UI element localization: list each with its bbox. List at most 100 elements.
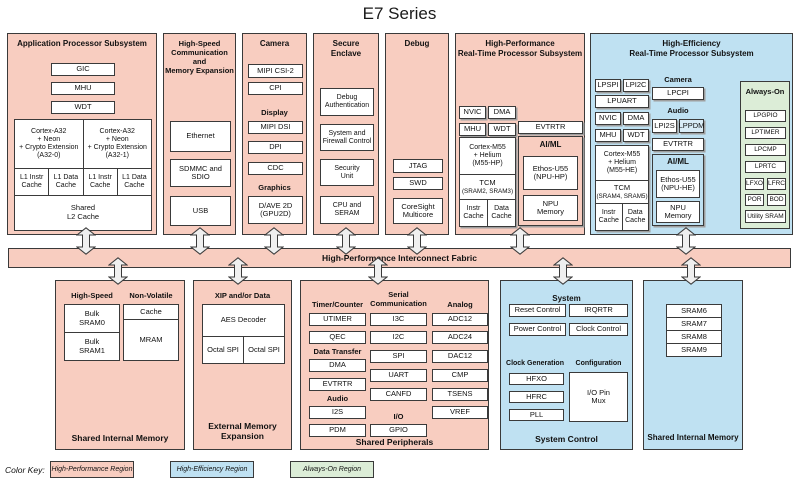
pdm-box: PDM <box>309 424 366 437</box>
secure-enclave-title: Secure Enclave <box>330 39 362 58</box>
hp-instr-cache: Instr Cache <box>460 200 487 226</box>
hp-m55-core-cluster: Cortex-M55 + Helium (M55-HP) TCM (SRAM2,… <box>459 137 516 227</box>
bidirectional-arrow-icon <box>189 227 211 255</box>
l1-instr-cache-0: L1 Instr Cache <box>15 169 49 195</box>
system-header: System <box>552 294 581 303</box>
interconnect-fabric-label: High-Performance Interconnect Fabric <box>322 253 477 263</box>
shared-internal-memory-label: Shared Internal Memory <box>71 433 169 443</box>
external-memory-expansion-label: External Memory Expansion <box>208 421 277 441</box>
hp-wdt-box: WDT <box>488 123 516 136</box>
he-m55-core-cluster: Cortex-M55 + Helium (M55-HE) TCM (SRAM4,… <box>595 145 649 231</box>
reset-control-box: Reset Control <box>509 304 566 317</box>
hp-mhu-box: MHU <box>459 123 486 136</box>
hp-aiml-header: AI/ML <box>539 140 562 149</box>
bidirectional-arrow-icon <box>675 227 697 255</box>
he-evtrtr-box: EVTRTR <box>652 138 704 151</box>
he-mhu-box: MHU <box>595 129 621 142</box>
hfrc-box: HFRC <box>509 391 564 403</box>
graphics-header: Graphics <box>258 183 291 192</box>
security-unit-box: Security Unit <box>320 159 374 186</box>
lprtc-box: LPRTC <box>745 161 786 173</box>
data-transfer-header: Data Transfer <box>313 347 362 356</box>
octal-spi-group: AES Decoder Octal SPI Octal SPI <box>202 304 285 364</box>
lpgpio-box: LPGPIO <box>745 110 786 122</box>
he-tcm-sub-label: (SRAM4, SRAM5) <box>596 192 648 200</box>
debug-block: Debug JTAG SWD CoreSight Multicore <box>385 33 449 235</box>
he-npu-memory-box: NPU Memory <box>656 201 700 223</box>
hp-rt-title: High-Performance Real-Time Processor Sub… <box>457 39 583 58</box>
sram-group: SRAM6 SRAM7 SRAM8 SRAM9 <box>666 304 722 357</box>
cpu-seram-box: CPU and SERAM <box>320 196 374 224</box>
gpio-box: GPIO <box>370 424 427 437</box>
uart-box: UART <box>370 369 427 382</box>
he-instr-cache: Instr Cache <box>596 204 622 230</box>
external-memory-expansion-block: XIP and/or Data AES Decoder Octal SPI Oc… <box>193 280 292 450</box>
spi-box: SPI <box>370 350 427 363</box>
cmp-box: CMP <box>432 369 488 382</box>
dave2d-gpu2d-box: D/AVE 2D (GPU2D) <box>248 196 303 224</box>
hp-tcm-sub-label: (SRAM2, SRAM3) <box>461 187 514 195</box>
bulk-sram-group: Bulk SRAM0 Bulk SRAM1 <box>64 304 120 361</box>
he-audio-header: Audio <box>667 106 689 115</box>
periph-dma-box: DMA <box>309 359 366 372</box>
wdt-box: WDT <box>51 101 115 114</box>
non-volatile-header: Non-Volatile <box>129 291 173 300</box>
xip-data-header: XIP and/or Data <box>214 291 271 300</box>
hp-tcm-box: TCM (SRAM2, SRAM3) <box>460 175 515 199</box>
lfrc-box: LFRC <box>767 178 786 190</box>
bidirectional-arrow-icon <box>509 227 531 255</box>
sram6-box: SRAM6 <box>667 305 721 317</box>
always-on-title: Always-On <box>745 87 785 96</box>
camera-display-graphics-block: Camera MIPI CSI-2 CPI Display MIPI DSI D… <box>242 33 307 235</box>
he-dma-box: DMA <box>623 112 649 125</box>
he-tcm-label: TCM <box>613 183 631 193</box>
hp-nvic-box: NVIC <box>459 106 486 119</box>
camera-title: Camera <box>259 39 290 48</box>
adc24-box: ADC24 <box>432 331 488 344</box>
bidirectional-arrow-icon <box>227 257 249 285</box>
bidirectional-arrow-icon <box>263 227 285 255</box>
he-lpi2c-box: LPI2C <box>623 79 649 92</box>
bulk-sram0-box: Bulk SRAM0 <box>65 305 119 332</box>
bidirectional-arrow-icon <box>552 257 574 285</box>
high-efficiency-rt-subsystem: High-Efficiency Real-Time Processor Subs… <box>590 33 793 235</box>
lptimer-box: LPTIMER <box>745 127 786 139</box>
octal-spi-box-0: Octal SPI <box>203 337 243 363</box>
nonvolatile-group: Cache MRAM <box>123 304 179 361</box>
analog-header: Analog <box>447 300 473 309</box>
bidirectional-arrow-icon <box>335 227 357 255</box>
secure-enclave-block: Secure Enclave Debug Authentication Syst… <box>313 33 379 235</box>
debug-title: Debug <box>404 39 430 48</box>
sdmmc-sdio-box: SDMMC and SDIO <box>170 159 231 187</box>
page-title: E7 Series <box>362 4 437 23</box>
he-camera-header: Camera <box>664 75 692 84</box>
interconnect-fabric-bar: High-Performance Interconnect Fabric <box>8 248 791 268</box>
application-processor-subsystem: Application Processor Subsystem GIC MHU … <box>7 33 157 235</box>
color-key-high-performance: High-Performance Region <box>50 461 134 478</box>
por-box: POR <box>745 194 764 206</box>
hfxo-box: HFXO <box>509 373 564 385</box>
bidirectional-arrow-icon <box>75 227 97 255</box>
high-performance-rt-subsystem: High-Performance Real-Time Processor Sub… <box>455 33 585 235</box>
he-rt-title: High-Efficiency Real-Time Processor Subs… <box>629 39 754 58</box>
audio-header: Audio <box>326 394 349 403</box>
io-pin-mux-box: I/O Pin Mux <box>569 372 628 422</box>
l1-instr-cache-1: L1 Instr Cache <box>83 169 117 195</box>
sram7-box: SRAM7 <box>667 318 721 330</box>
bidirectional-arrow-icon <box>107 257 129 285</box>
high-speed-communication-memory-expansion: High-Speed Communication and Memory Expa… <box>163 33 236 235</box>
cache-box: Cache <box>124 305 178 319</box>
a32-core-cluster: Cortex-A32 + Neon + Crypto Extension (A3… <box>14 119 152 231</box>
he-tcm-box: TCM (SRAM4, SRAM5) <box>596 181 648 203</box>
mhu-box: MHU <box>51 82 115 95</box>
i2c-box: I2C <box>370 331 427 344</box>
he-lpcpi-box: LPCPI <box>652 87 704 100</box>
canfd-box: CANFD <box>370 388 427 401</box>
mipi-csi2-box: MIPI CSI-2 <box>248 64 303 78</box>
he-nvic-box: NVIC <box>595 112 621 125</box>
he-lpi2s-box: LPI2S <box>652 119 677 133</box>
gic-box: GIC <box>51 63 115 76</box>
clock-control-box: Clock Control <box>569 323 628 336</box>
power-control-box: Power Control <box>509 323 566 336</box>
dpi-box: DPI <box>248 141 303 154</box>
